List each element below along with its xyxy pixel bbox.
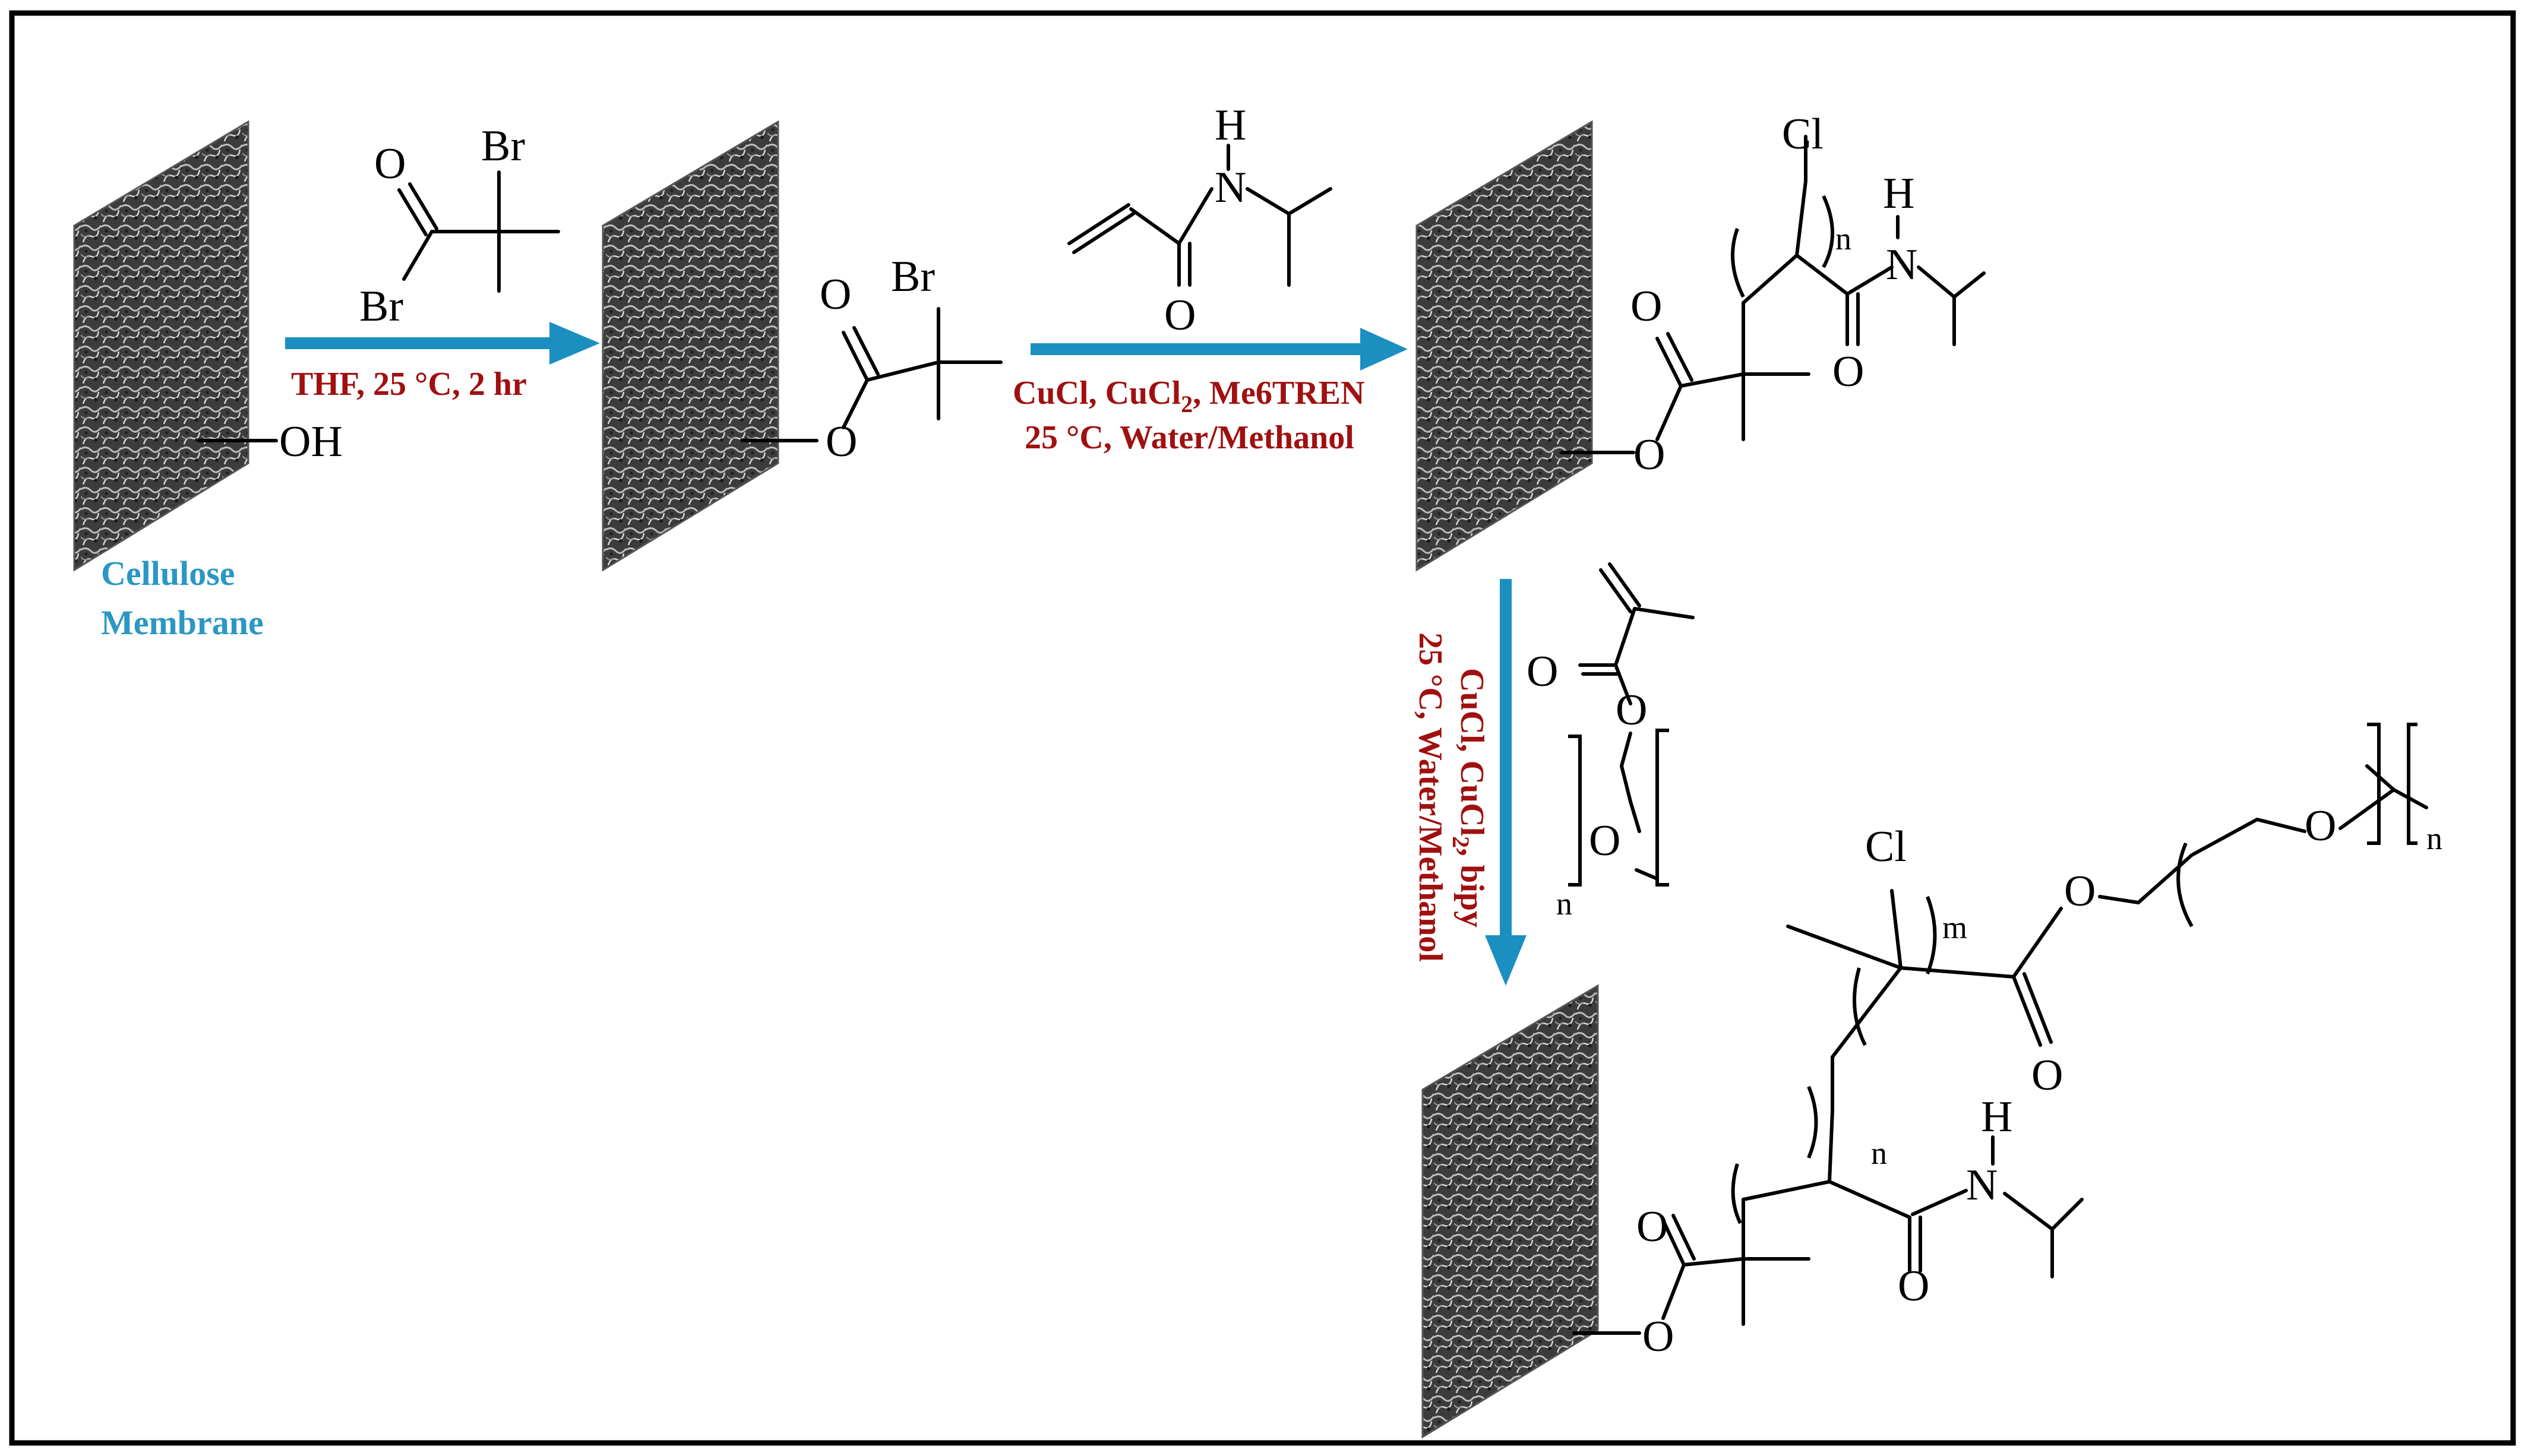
svg-text:O: O [1636,1202,1668,1251]
svg-text:O: O [2064,867,2096,916]
step-2-conditions-line2: 25 °C, Water/Methanol [1025,419,1354,456]
membrane-cellulose: OH Cellulose Membrane [73,120,343,642]
arrow-step-1 [285,322,600,365]
membrane-pnipam: O O Cl n O N H [1415,110,1986,572]
svg-text:O: O [1642,1312,1674,1361]
arrow-step-3 [1485,579,1527,986]
step-1-conditions: THF, 25 °C, 2 hr [291,366,527,403]
svg-text:Cl: Cl [1865,822,1907,871]
svg-text:n: n [1835,221,1851,257]
svg-text:n: n [2426,821,2442,856]
svg-text:25 °C, Water/Methanol: 25 °C, Water/Methanol [1412,632,1449,962]
svg-text:m: m [1942,910,1967,945]
membrane-label-line1: Cellulose [101,554,235,593]
membrane-block-copolymer: O O n O N H Cl m O O O n [1421,723,2442,1439]
svg-text:O: O [1589,816,1620,865]
hydroxyl-label: OH [279,417,343,466]
svg-text:O: O [820,270,851,319]
svg-text:Br: Br [481,122,525,170]
membrane-panel-4 [1421,984,1599,1439]
svg-text:Br: Br [891,252,935,301]
reagent-pegma: O O O n [1527,562,1695,922]
svg-text:n: n [1556,886,1572,922]
svg-text:n: n [1871,1135,1887,1171]
svg-text:N: N [1966,1161,1998,1210]
svg-text:O: O [2031,1051,2063,1100]
arrow-step-2 [1031,328,1408,371]
svg-text:H: H [1215,101,1246,150]
membrane-panel-2 [602,120,779,572]
svg-text:O: O [1633,431,1665,479]
svg-text:Br: Br [359,282,403,331]
svg-text:O: O [1630,282,1662,331]
membrane-panel-1 [73,120,249,572]
svg-text:O: O [2305,802,2336,850]
svg-text:O: O [826,417,857,466]
svg-text:O: O [1527,647,1558,696]
membrane-label-line2: Membrane [101,603,264,642]
svg-text:H: H [1883,169,1914,218]
reagent-nipam: H N O [1067,101,1332,340]
figure-frame [9,10,2516,1446]
svg-text:O: O [374,140,406,188]
svg-text:O: O [1898,1262,1929,1311]
svg-text:N: N [1215,163,1246,212]
svg-text:O: O [1832,347,1864,396]
svg-text:O: O [1164,291,1196,340]
svg-text:O: O [1616,686,1647,735]
membrane-initiator: O O Br [602,120,1003,572]
step-2-conditions-line1: CuCl, CuCl2, Me6TREN [1013,375,1364,417]
svg-text:Cl: Cl [1782,110,1824,159]
membrane-panel-3 [1415,120,1593,572]
svg-text:CuCl, CuCl2, bipy: CuCl, CuCl2, bipy [1448,668,1490,928]
svg-text:H: H [1981,1093,2012,1141]
step-3-conditions: CuCl, CuCl2, bipy 25 °C, Water/Methanol [1412,632,1490,962]
svg-text:N: N [1886,240,1917,289]
reagent-bromoisobutyryl-bromide: O Br Br [359,122,560,331]
